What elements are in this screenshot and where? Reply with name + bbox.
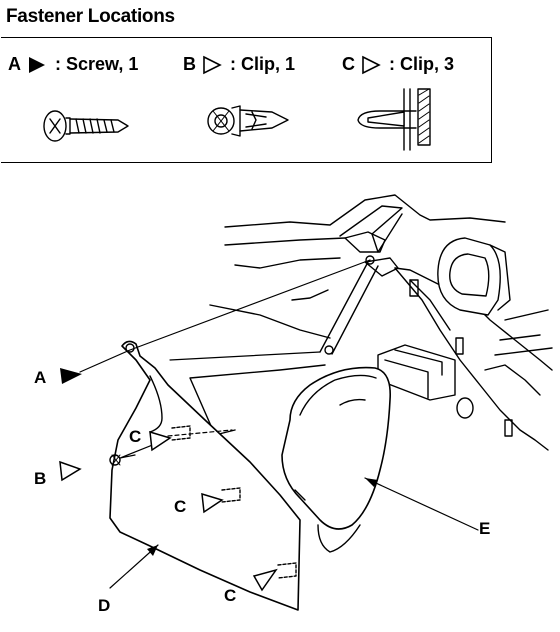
filled-triangle-icon	[29, 56, 45, 73]
legend-item-clip-c: C : Clip, 3	[342, 54, 454, 75]
legend-label-clip-b: : Clip, 1	[230, 54, 296, 74]
callout-c2: C	[174, 497, 187, 516]
leader-lines	[79, 259, 479, 589]
callout-d: D	[98, 596, 111, 615]
side-panel-d	[109, 340, 301, 611]
legend-letter-b: B	[183, 54, 196, 74]
callout-c1: C	[129, 427, 142, 446]
body-structure	[189, 194, 553, 451]
outline-triangle-icon	[362, 55, 381, 74]
marker-c2-outline-triangle-icon	[201, 492, 224, 514]
outline-triangle-icon	[203, 55, 222, 74]
legend-letter-c: C	[342, 54, 355, 74]
trim-cover-e	[281, 366, 392, 553]
legend-letter-a: A	[8, 54, 21, 74]
legend-label-screw: : Screw, 1	[55, 54, 139, 74]
callout-c3: C	[224, 586, 237, 605]
push-clip-icon	[207, 105, 289, 137]
diagram-title: Fastener Locations	[6, 6, 175, 27]
callout-e: E	[479, 519, 491, 538]
arrowhead-d	[147, 545, 158, 556]
callout-b: B	[34, 469, 47, 488]
marker-c1-outline-triangle-icon	[149, 430, 172, 452]
legend-item-screw: A : Screw, 1	[8, 54, 138, 75]
legend-label-clip-c: : Clip, 3	[389, 54, 455, 74]
panel-clip-icon	[357, 88, 431, 151]
legend-box	[1, 37, 492, 163]
arrowhead-e	[365, 478, 378, 487]
legend-item-clip-b: B : Clip, 1	[183, 54, 295, 75]
screw-icon	[43, 110, 129, 142]
marker-c3-outline-triangle-icon	[252, 568, 278, 592]
callout-a: A	[34, 368, 47, 387]
marker-b-outline-triangle-icon	[59, 460, 82, 482]
marker-a-filled-triangle-icon	[60, 368, 82, 384]
